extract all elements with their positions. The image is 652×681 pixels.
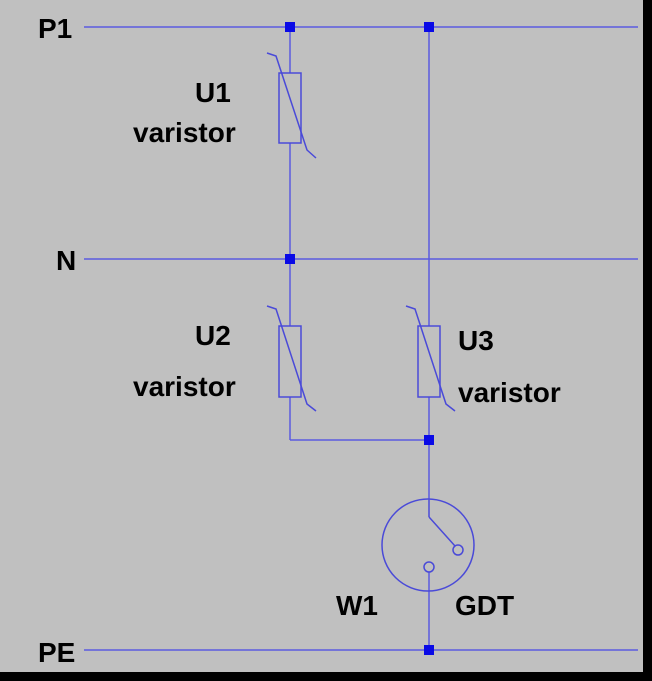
- varistor-icon[interactable]: [266, 52, 317, 159]
- u1-varistor-body: [278, 72, 302, 144]
- gdt-upper-electrode-ball: [452, 544, 464, 556]
- junction-node[interactable]: [424, 22, 434, 32]
- junction-node[interactable]: [285, 22, 295, 32]
- net-label-p1: P1: [38, 13, 72, 44]
- w1-value-label: GDT: [455, 590, 514, 621]
- u3-value-label: varistor: [458, 377, 561, 408]
- gdt-envelope: [381, 498, 475, 592]
- schematic-frame-right: [643, 0, 652, 681]
- junction-node[interactable]: [285, 254, 295, 264]
- u2-ref-label: U2: [195, 320, 231, 351]
- u2-value-label: varistor: [133, 371, 236, 402]
- u3-ref-label: U3: [458, 325, 494, 356]
- u2-varistor-body: [278, 325, 302, 398]
- net-label-n: N: [56, 245, 76, 276]
- u1-value-label: varistor: [133, 117, 236, 148]
- gdt-upper-electrode-tip: [428, 516, 456, 547]
- net-label-pe: PE: [38, 637, 75, 668]
- schematic-frame-bottom: [0, 672, 652, 681]
- gdt-lower-electrode-ball: [423, 561, 435, 573]
- junction-node[interactable]: [424, 435, 434, 445]
- junction-node[interactable]: [424, 645, 434, 655]
- u3-varistor-slash: [405, 305, 456, 412]
- varistor-icon[interactable]: [405, 305, 456, 412]
- w1-ref-label: W1: [336, 590, 378, 621]
- varistor-icon[interactable]: [266, 305, 317, 412]
- u3-varistor-body: [417, 325, 441, 398]
- u2-varistor-slash: [266, 305, 317, 412]
- u1-ref-label: U1: [195, 77, 231, 108]
- gas-discharge-tube-icon[interactable]: [381, 498, 475, 592]
- u1-varistor-slash: [266, 52, 317, 159]
